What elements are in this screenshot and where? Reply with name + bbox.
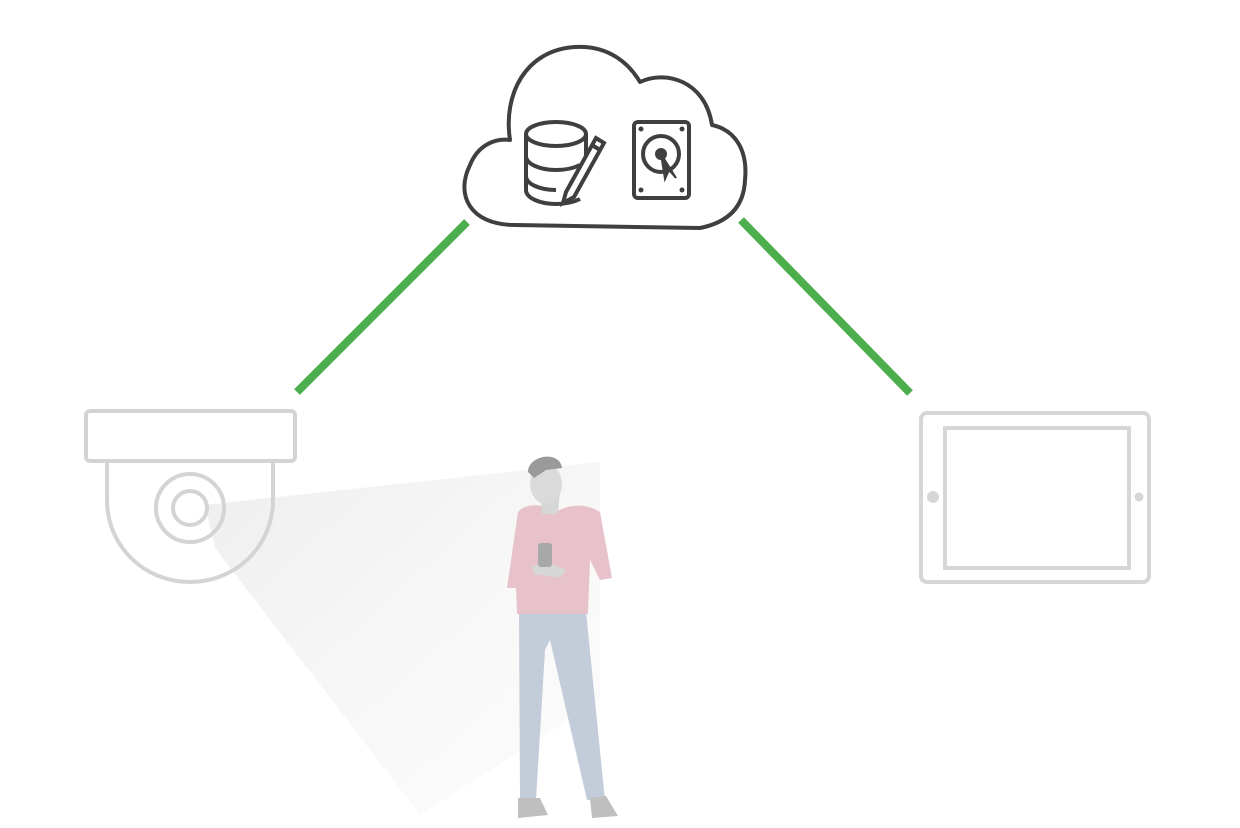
connector-cloud-tablet [738,217,913,396]
person-with-phone-icon [507,456,618,818]
tablet-icon [919,411,1151,584]
database-edit-icon [524,120,607,208]
connector-cloud-camera [294,219,470,395]
camera-beam [205,462,600,815]
dome-camera-icon [84,409,297,585]
cloud-icon [462,44,748,230]
hard-drive-icon [632,120,691,200]
